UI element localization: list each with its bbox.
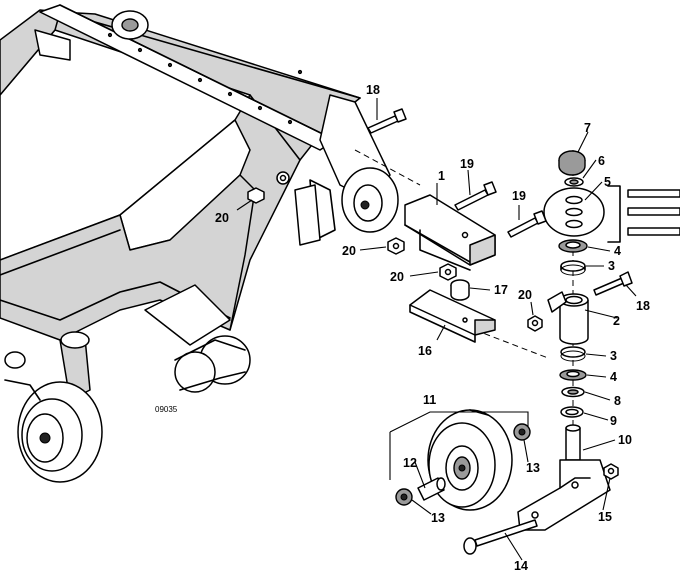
nut-20-housing (527, 315, 543, 332)
sleeve-lower (560, 346, 586, 362)
plug-17 (450, 279, 470, 301)
callout-5: 5 (604, 175, 611, 189)
shim-spacers (543, 187, 605, 237)
callout-10: 10 (618, 433, 632, 447)
figure-id: 09035 (155, 405, 178, 414)
bolt-19a (454, 181, 497, 211)
washer (564, 177, 584, 187)
nut-20a (387, 237, 405, 255)
callout-4-lower: 4 (610, 370, 617, 384)
callout-20-lower: 20 (390, 270, 404, 284)
washer-8 (561, 386, 585, 398)
callout-18-top: 18 (366, 83, 380, 97)
leader-lines (236, 98, 637, 561)
wheel-bearing-13a (513, 423, 531, 441)
callout-16: 16 (418, 344, 432, 358)
callout-7: 7 (584, 121, 591, 135)
mount-bracket (404, 194, 496, 271)
callout-19-top: 19 (460, 157, 474, 171)
callout-20-housing: 20 (518, 288, 532, 302)
callout-20-upper: 20 (342, 244, 356, 258)
bolt-19b (507, 210, 547, 238)
caster-wheel (427, 409, 513, 511)
callout-1: 1 (438, 169, 445, 183)
group-bracket-11 (389, 411, 529, 480)
callout-9: 9 (610, 414, 617, 428)
callout-4-top: 4 (614, 244, 621, 258)
nut-20b (439, 263, 457, 281)
callout-13-right: 13 (526, 461, 540, 475)
callout-8: 8 (614, 394, 621, 408)
callout-20-deck: 20 (215, 211, 229, 225)
callout-17: 17 (494, 283, 508, 297)
mower-deck (0, 4, 399, 483)
callout-19-lower: 19 (512, 189, 526, 203)
callout-11: 11 (423, 393, 436, 407)
spacer-detail (607, 185, 680, 243)
callout-13-left: 13 (431, 511, 445, 525)
seal-9 (560, 406, 584, 418)
callout-18-right: 18 (636, 299, 650, 313)
bearing-lower (559, 369, 587, 381)
bolt-18-right (593, 271, 633, 296)
callout-15: 15 (598, 510, 612, 524)
nut-15 (603, 463, 619, 480)
axle-bolt-14 (463, 519, 538, 555)
spacer-12 (417, 477, 446, 501)
bearing-top (558, 239, 588, 253)
callout-3-top: 3 (608, 259, 615, 273)
callout-6: 6 (598, 154, 605, 168)
wheel-bearing-13b (395, 488, 413, 506)
sleeve-top (560, 260, 586, 276)
caster-pivot-housing (547, 291, 589, 345)
callout-2: 2 (613, 314, 620, 328)
caster-arm-16 (409, 289, 496, 343)
callout-14: 14 (514, 559, 528, 573)
callout-3-lower: 3 (610, 349, 617, 363)
callout-labels: 1 2 3 3 4 4 5 6 7 8 9 10 11 12 13 13 14 … (155, 83, 650, 573)
dust-cap (558, 150, 586, 176)
bolt-18-top (367, 108, 407, 134)
caster-fork (517, 424, 611, 531)
callout-12: 12 (403, 456, 417, 470)
